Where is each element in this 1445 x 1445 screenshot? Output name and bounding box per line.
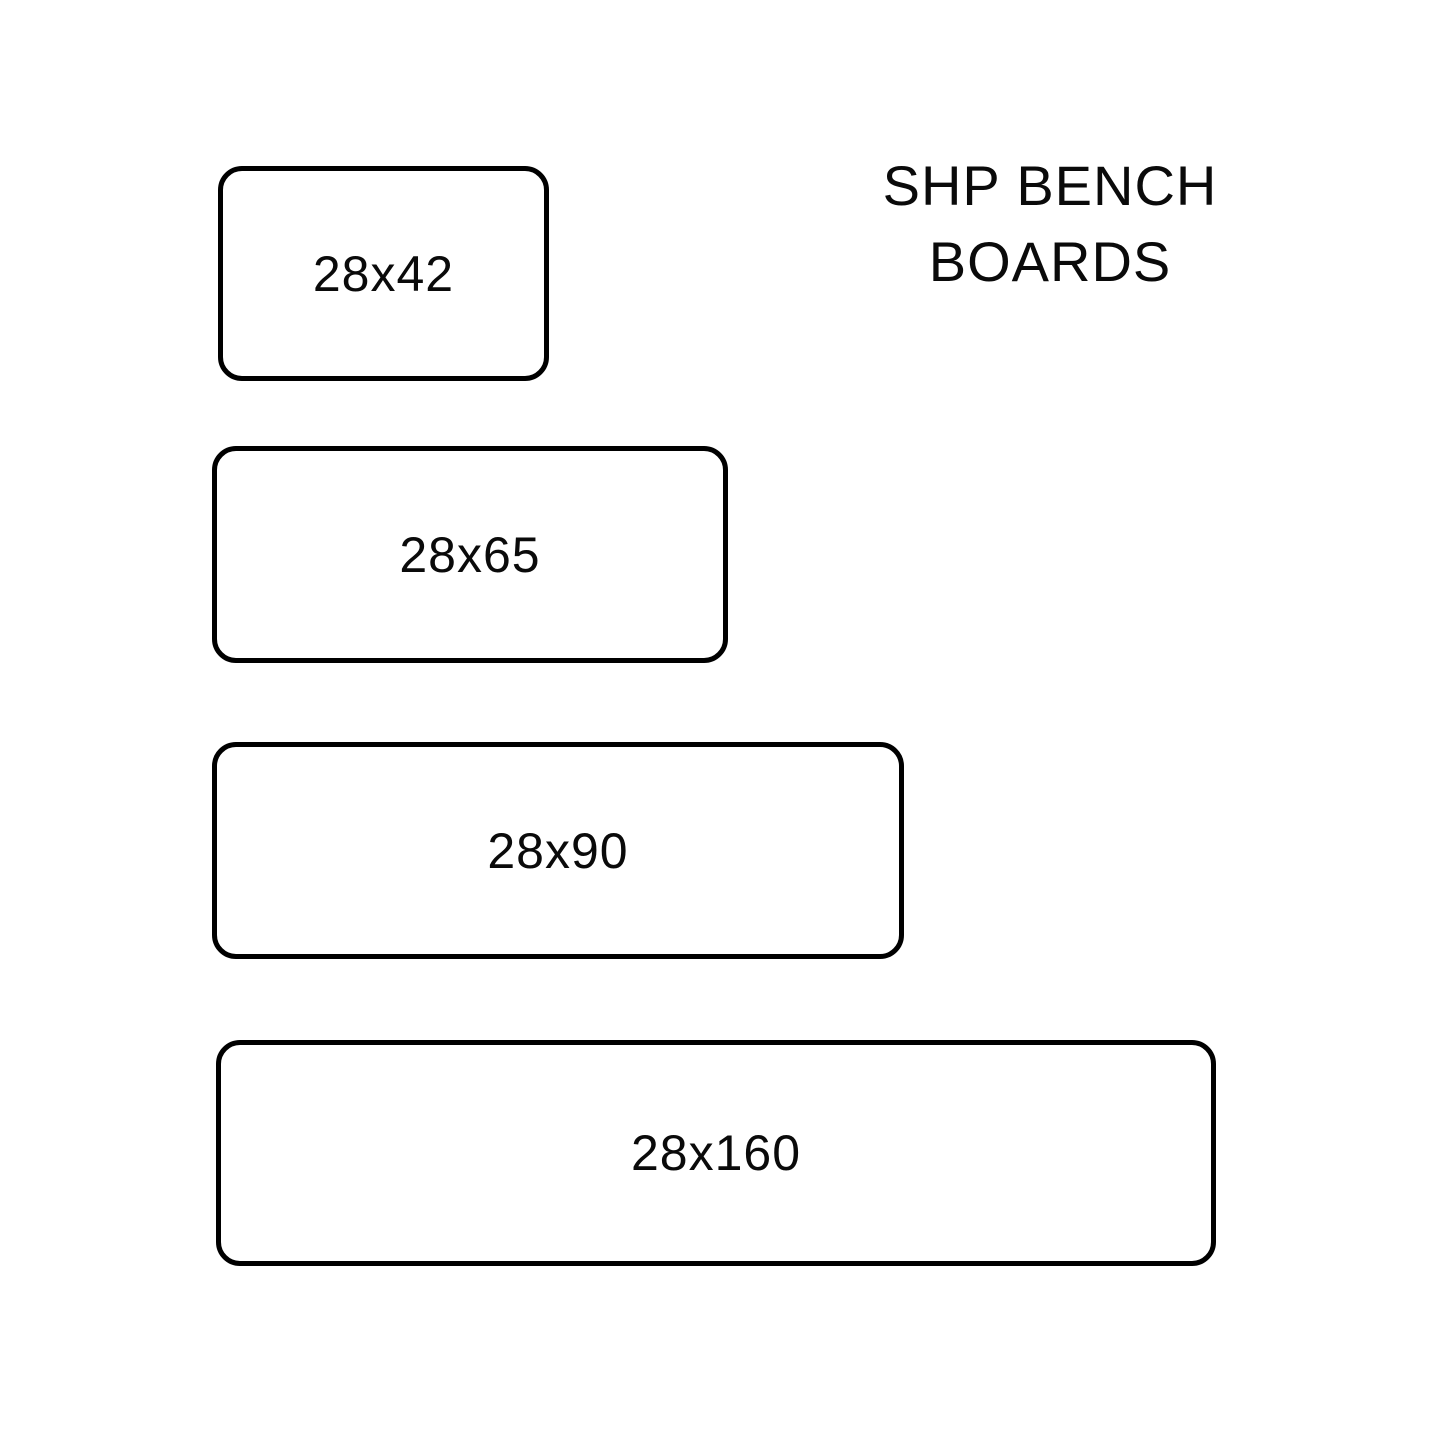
diagram-title-line-1: SHP BENCH [882, 154, 1218, 217]
board-label-28x90: 28x90 [487, 822, 629, 879]
diagram-title: SHP BENCH BOARDS [850, 148, 1250, 300]
board-28x160: 28x160 [216, 1040, 1216, 1266]
board-label-28x160: 28x160 [630, 1125, 802, 1181]
board-label-28x65: 28x65 [399, 526, 541, 583]
board-28x42: 28x42 [218, 166, 549, 381]
board-28x65: 28x65 [212, 446, 728, 663]
board-28x90: 28x90 [212, 742, 904, 959]
board-label-28x42: 28x42 [312, 245, 455, 302]
diagram-title-line-2: BOARDS [928, 230, 1172, 293]
